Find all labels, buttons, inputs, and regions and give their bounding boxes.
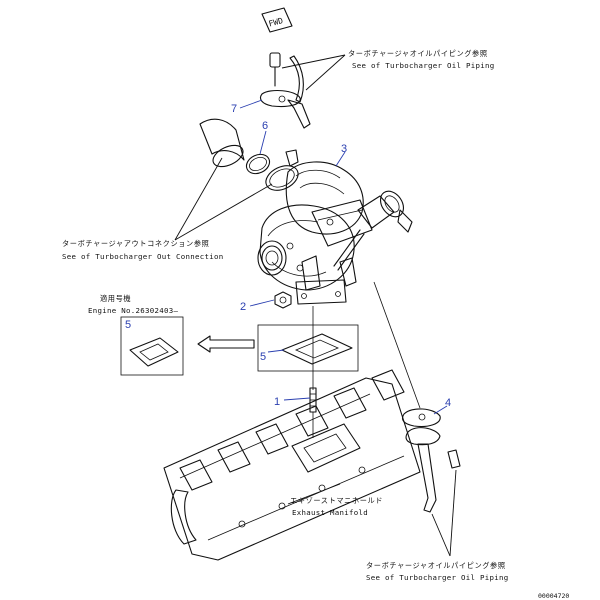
note-out-connection-jp: ターボチャージャアウトコネクション参照 xyxy=(62,239,209,248)
callout-4: 4 xyxy=(445,397,451,409)
replacement-arrow xyxy=(197,335,255,353)
callout-1: 1 xyxy=(274,396,280,408)
callout-2: 2 xyxy=(240,301,246,313)
nut-2 xyxy=(274,291,292,309)
callout-5-right: 5 xyxy=(260,351,266,363)
note-exhaust-manifold-en: Exhaust Manifold xyxy=(292,508,368,517)
fwd-label: FWD xyxy=(268,16,284,28)
note-out-connection: ターボチャージャアウトコネクション参照 See of Turbocharger … xyxy=(62,157,273,261)
callout-7: 7 xyxy=(231,103,237,115)
applicability-en: Engine No.26302403— xyxy=(88,306,178,315)
applicability-jp: 適用号機 xyxy=(100,294,131,303)
gasket-5-variant-box xyxy=(120,316,184,376)
note-oil-piping-top-jp: ターボチャージャオイルパイピング参照 xyxy=(348,49,488,58)
note-out-connection-en: See of Turbocharger Out Connection xyxy=(62,252,223,261)
gasket-7 xyxy=(259,89,301,108)
note-exhaust-manifold: エキゾーストマニホールド Exhaust Manifold xyxy=(287,483,383,517)
note-oil-piping-bottom-en: See of Turbocharger Oil Piping xyxy=(366,573,509,582)
turbocharger-3 xyxy=(257,161,413,305)
note-exhaust-manifold-jp: エキゾーストマニホールド xyxy=(290,496,383,505)
callout-5-left: 5 xyxy=(125,319,131,331)
callout-3: 3 xyxy=(341,143,347,155)
note-oil-piping-top-en: See of Turbocharger Oil Piping xyxy=(352,61,495,70)
fwd-marker: FWD xyxy=(261,7,293,33)
seal-ring-6 xyxy=(245,153,271,175)
exhaust-manifold xyxy=(163,369,421,561)
callout-6: 6 xyxy=(262,120,268,132)
drawing-code: 00004720 xyxy=(538,592,569,600)
applicability-note: 適用号機 Engine No.26302403— xyxy=(88,294,178,315)
outlet-connection-tube xyxy=(199,118,245,168)
oil-inlet-pipe xyxy=(269,52,311,129)
gasket-5-variant-box-main xyxy=(257,324,359,372)
oil-drain-tube xyxy=(373,281,461,513)
note-oil-piping-top: ターボチャージャオイルパイピング参照 See of Turbocharger O… xyxy=(281,49,495,91)
note-oil-piping-bottom: ターボチャージャオイルパイピング参照 See of Turbocharger O… xyxy=(366,469,509,582)
note-oil-piping-bottom-jp: ターボチャージャオイルパイピング参照 xyxy=(366,561,506,570)
